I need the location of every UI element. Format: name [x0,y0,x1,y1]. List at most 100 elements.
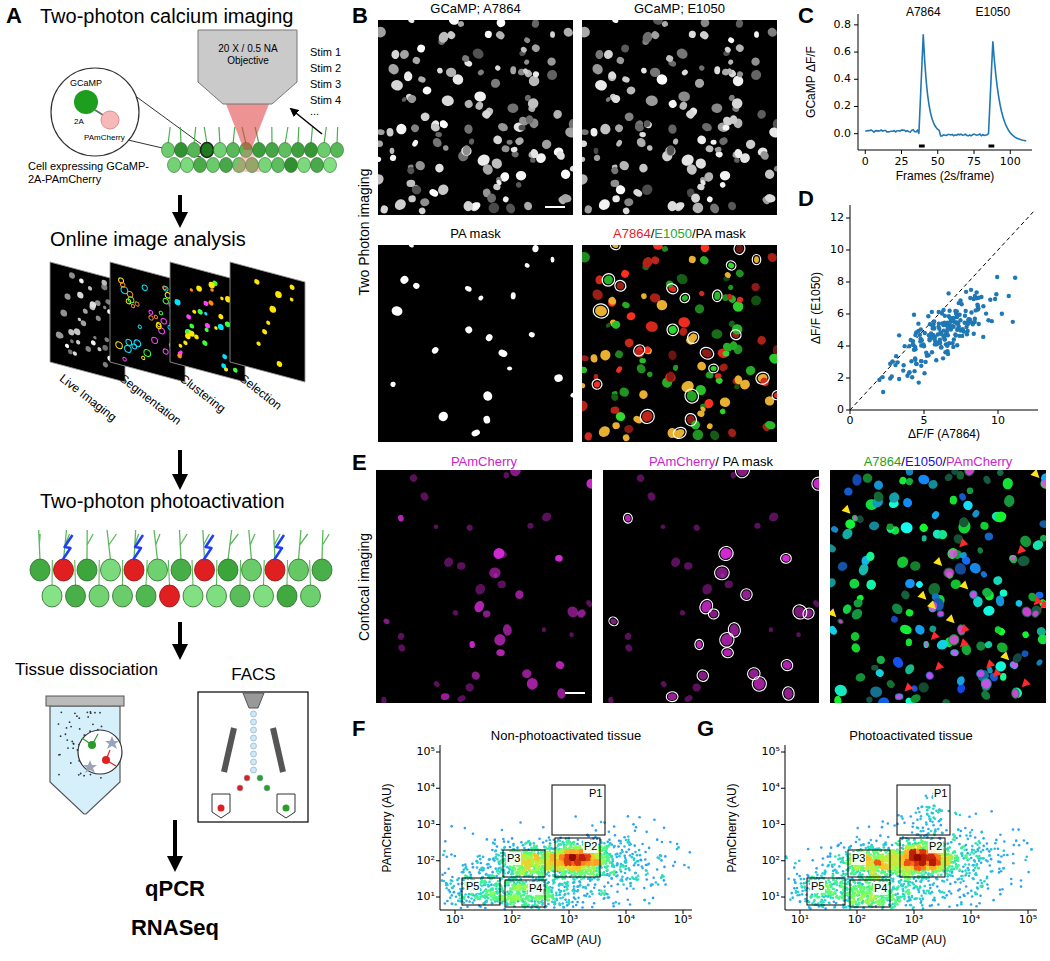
event-dot [634,872,637,875]
event-dot [453,885,456,888]
event-dot [582,886,585,889]
event-dot [561,902,564,905]
data-point [963,313,967,317]
data-point [917,380,921,384]
event-dot [445,884,448,887]
event-dot [538,837,541,840]
calcium-trace [865,34,1026,140]
event-dot [562,896,565,899]
event-dot [613,825,616,828]
data-point [909,338,913,342]
event-dot [619,840,622,843]
data-point [952,337,956,341]
event-dot [643,887,646,890]
event-dot [603,842,606,845]
event-dot [572,881,575,884]
data-point [918,333,922,337]
event-dot [522,844,525,847]
event-dot [476,861,479,864]
event-dot [648,847,651,850]
event-dot [615,901,618,904]
data-point [932,319,936,323]
event-dot [631,856,634,859]
event-dot [468,900,471,903]
event-dot [577,838,580,841]
data-point [919,364,923,368]
trace-plot [854,14,1032,154]
event-dot [479,905,482,908]
data-point [902,344,906,348]
event-dot [447,867,450,870]
event-dot [459,888,462,891]
event-dot [499,866,502,869]
event-dot [585,895,588,898]
data-point [954,333,958,337]
event-dot [563,906,566,909]
event-dot [616,883,619,886]
event-dot [572,905,575,908]
event-dot [664,883,667,886]
event-dot [588,895,591,898]
data-point [912,369,916,373]
event-dot [558,871,561,874]
event-dot [516,846,519,849]
event-dot [687,866,690,869]
event-dot [542,841,545,844]
data-point [907,370,911,374]
event-dot [571,889,574,892]
data-point [958,298,962,302]
event-dot [563,881,566,884]
event-dot [479,858,482,861]
event-dot [672,865,675,868]
event-dot [617,845,620,848]
event-dot [587,884,590,887]
mask-image [378,243,576,442]
event-dot [500,852,503,855]
event-dot [443,850,446,853]
event-dot [663,866,666,869]
event-dot [445,855,448,858]
event-dot [576,843,579,846]
event-dot [459,900,462,903]
image-ground [378,245,573,442]
event-dot [621,876,624,879]
event-dot [646,863,649,866]
data-point [994,292,998,296]
event-dot [495,853,498,856]
event-dot [632,887,635,890]
event-dot [497,854,500,857]
data-point [966,322,970,326]
event-dot [558,904,561,907]
event-dot [466,905,469,908]
event-dot [621,880,624,883]
event-dot [462,901,465,904]
event-dot [471,863,474,866]
data-point [947,314,951,318]
event-dot [477,855,480,858]
event-dot [648,902,651,905]
event-dot [529,844,532,847]
event-dot [615,856,618,859]
event-dot [624,861,627,864]
data-point [969,288,973,292]
event-dot [628,843,631,846]
event-dot [645,831,648,834]
event-dot [578,880,581,883]
data-point [913,333,917,337]
event-dot [486,838,489,841]
event-dot [482,891,485,894]
micrograph [371,15,578,215]
event-dot [456,879,459,882]
event-dot [625,878,628,881]
event-dot [571,901,574,904]
event-dot [449,897,452,900]
event-dot [507,841,510,844]
data-point [968,296,972,300]
event-dot [635,860,638,863]
event-dot [489,865,492,868]
data-point [964,290,968,294]
event-dot [468,871,471,874]
event-dot [525,880,528,883]
event-dot [616,874,619,877]
data-point [988,298,992,302]
